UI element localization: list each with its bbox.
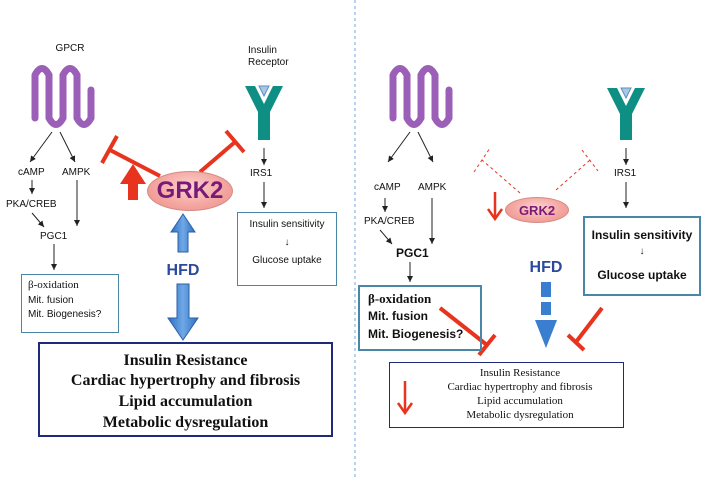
grk2-node-right: GRK2 [505,197,569,223]
hfd-dashed-arrow [535,282,557,348]
outcome-right-line2: Cardiac hypertrophy and fibrosis [447,381,593,393]
insulin-box-line1: Insulin sensitivity [249,219,325,230]
outcome-line2: Cardiac hypertrophy and fibrosis [70,372,301,389]
insulin-inhibits-outcome [566,306,604,352]
insulin-box-arrow: ↓ [284,237,290,248]
mito-box-line1: β-oxidation [28,279,79,291]
outcome-box-right: Insulin Resistance Cardiac hypertrophy a… [389,362,624,428]
irs1-label: IRS1 [250,168,273,179]
outcome-line3: Lipid accumulation [118,393,253,410]
grk2-increase-arrow [120,164,146,200]
mito-box-line2: Mit. fusion [28,295,74,306]
gpcr-receptor-icon-right [389,65,453,128]
mito-box-right-line1: β-oxidation [368,291,432,306]
insulin-box-right-arrow: ↓ [639,246,645,257]
outcome-line1: Insulin Resistance [123,352,248,369]
gpcr-label: GPCR [55,43,85,54]
insulin-box-line2: Glucose uptake [252,255,322,266]
insulin-sensitivity-box-right: Insulin sensitivity ↓ Glucose uptake [583,216,701,296]
outcome-right-line4: Metabolic dysregulation [466,409,574,421]
insulin-sensitivity-box: Insulin sensitivity ↓ Glucose uptake [237,212,337,286]
pka-creb-label: PKA/CREB [6,199,57,210]
pgc1-label-right: PGC1 [396,246,429,260]
grk2-inhibits-gpcr [100,135,161,178]
hfd-label: HFD [166,262,200,279]
outcome-box: Insulin Resistance Cardiac hypertrophy a… [38,342,333,437]
mito-box-right: β-oxidation Mit. fusion Mit. Biogenesis? [358,285,482,351]
grk2-weak-inhibition-gpcr [473,147,521,194]
grk2-inhibits-insulin-receptor [198,129,246,174]
receptor-label-line2: Receptor [248,57,289,68]
insulin-receptor-icon [245,85,283,140]
grk2-weak-inhibition-insulin [555,149,599,191]
insulin-box-right-line2: Glucose uptake [597,268,687,282]
mito-box-line3: Mit. Biogenesis? [28,309,102,320]
hfd-double-arrow [167,213,199,341]
outcome-decrease-arrow [396,381,414,416]
hfd-label-right: HFD [529,259,563,276]
gpcr-receptor-icon [31,65,95,128]
insulin-receptor-icon-right [607,87,645,140]
receptor-label-line1: Insulin [248,45,277,56]
pgc1-label: PGC1 [40,231,68,242]
mito-inhibits-outcome [438,306,497,357]
mito-box: β-oxidation Mit. fusion Mit. Biogenesis? [21,274,119,333]
grk2-node: GRK2 [147,171,233,211]
irs1-label-right: IRS1 [614,168,637,179]
camp-label: cAMP [18,167,45,178]
camp-label-right: cAMP [374,182,401,193]
ampk-label: AMPK [62,167,91,178]
outcome-right-line1: Insulin Resistance [479,367,561,379]
ampk-label-right: AMPK [418,182,447,193]
outcome-line4: Metabolic dysregulation [102,414,269,431]
insulin-box-right-line1: Insulin sensitivity [591,228,693,242]
outcome-right-line3: Lipid accumulation [477,395,563,407]
mito-box-right-line3: Mit. Biogenesis? [368,327,464,341]
grk2-decrease-arrow [486,192,504,222]
pka-creb-label-right: PKA/CREB [364,216,415,227]
mito-box-right-line2: Mit. fusion [368,309,428,323]
